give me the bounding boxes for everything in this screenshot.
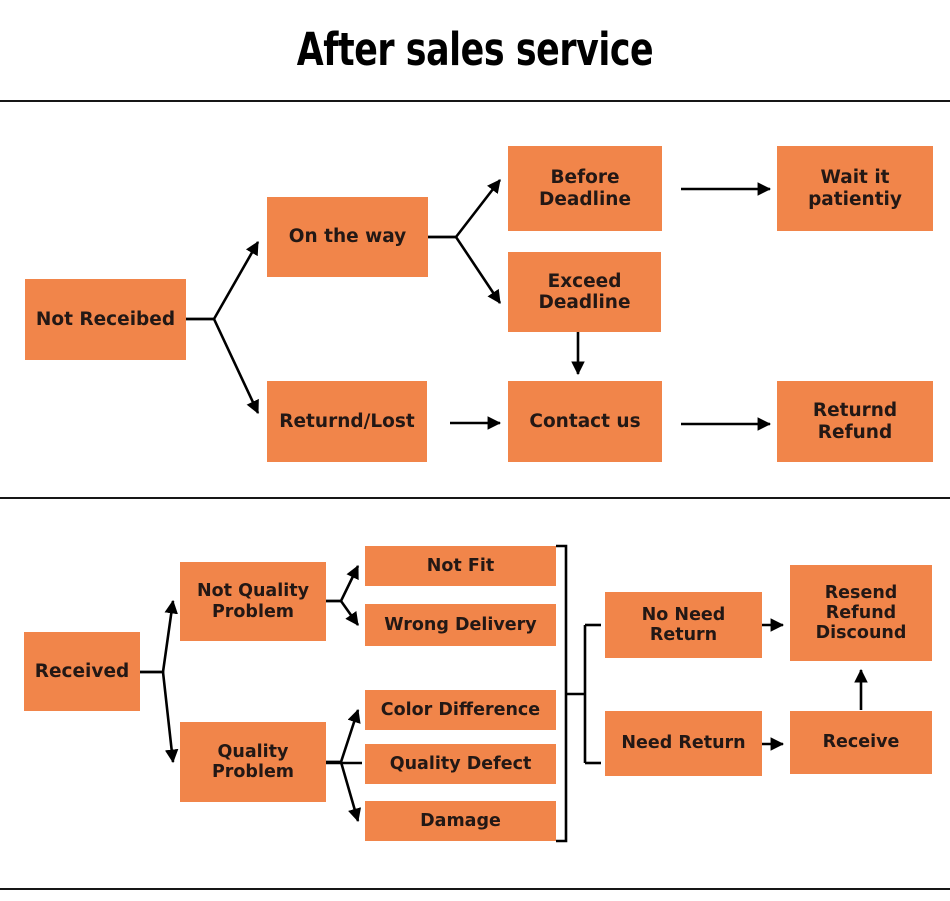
node-returnd-refund[interactable]: Returnd Refund bbox=[777, 381, 933, 462]
bracket-five-options bbox=[556, 544, 568, 843]
edge-ontheway-exceeddeadline bbox=[428, 235, 502, 304]
edge-notreceived-returndlost bbox=[186, 317, 260, 414]
divider-between-sections bbox=[0, 497, 950, 499]
node-on-the-way[interactable]: On the way bbox=[267, 197, 428, 277]
node-returnd-lost[interactable]: Returnd/Lost bbox=[267, 381, 427, 462]
node-not-received[interactable]: Not Receibed bbox=[25, 279, 186, 360]
node-wait-patiently[interactable]: Wait it patientiy bbox=[777, 146, 933, 231]
edge-notquality-notfit bbox=[326, 565, 360, 603]
node-wrong-delivery[interactable]: Wrong Delivery bbox=[365, 604, 556, 646]
node-exceed-deadline[interactable]: Exceed Deadline bbox=[508, 252, 661, 332]
node-not-fit[interactable]: Not Fit bbox=[365, 546, 556, 586]
node-quality-problem[interactable]: Quality Problem bbox=[180, 722, 326, 802]
edge-received-qualityproblem bbox=[140, 670, 179, 764]
page-title: After sales service bbox=[296, 23, 654, 76]
node-before-deadline[interactable]: Before Deadline bbox=[508, 146, 662, 231]
divider-under-title bbox=[0, 100, 950, 102]
node-received[interactable]: Received bbox=[24, 632, 140, 711]
edge-qualityproblem-damage bbox=[326, 760, 362, 823]
node-not-quality-problem[interactable]: Not Quality Problem bbox=[180, 562, 326, 641]
node-color-difference[interactable]: Color Difference bbox=[365, 690, 556, 730]
edge-notreceived-ontheway bbox=[186, 241, 260, 321]
node-contact-us[interactable]: Contact us bbox=[508, 381, 662, 462]
node-resend-refund-discound[interactable]: Resend Refund Discound bbox=[790, 565, 932, 661]
node-damage[interactable]: Damage bbox=[365, 801, 556, 841]
node-receive[interactable]: Receive bbox=[790, 711, 932, 774]
node-need-return[interactable]: Need Return bbox=[605, 711, 762, 776]
edge-notquality-wrongdelivery bbox=[326, 599, 360, 626]
edge-ontheway-beforedeadline bbox=[428, 179, 502, 239]
edge-qualityproblem-colordifference bbox=[326, 708, 361, 764]
edge-received-notquality bbox=[140, 599, 178, 674]
node-no-need-return[interactable]: No Need Return bbox=[605, 592, 762, 658]
divider-bottom bbox=[0, 888, 950, 890]
node-quality-defect[interactable]: Quality Defect bbox=[365, 744, 556, 784]
